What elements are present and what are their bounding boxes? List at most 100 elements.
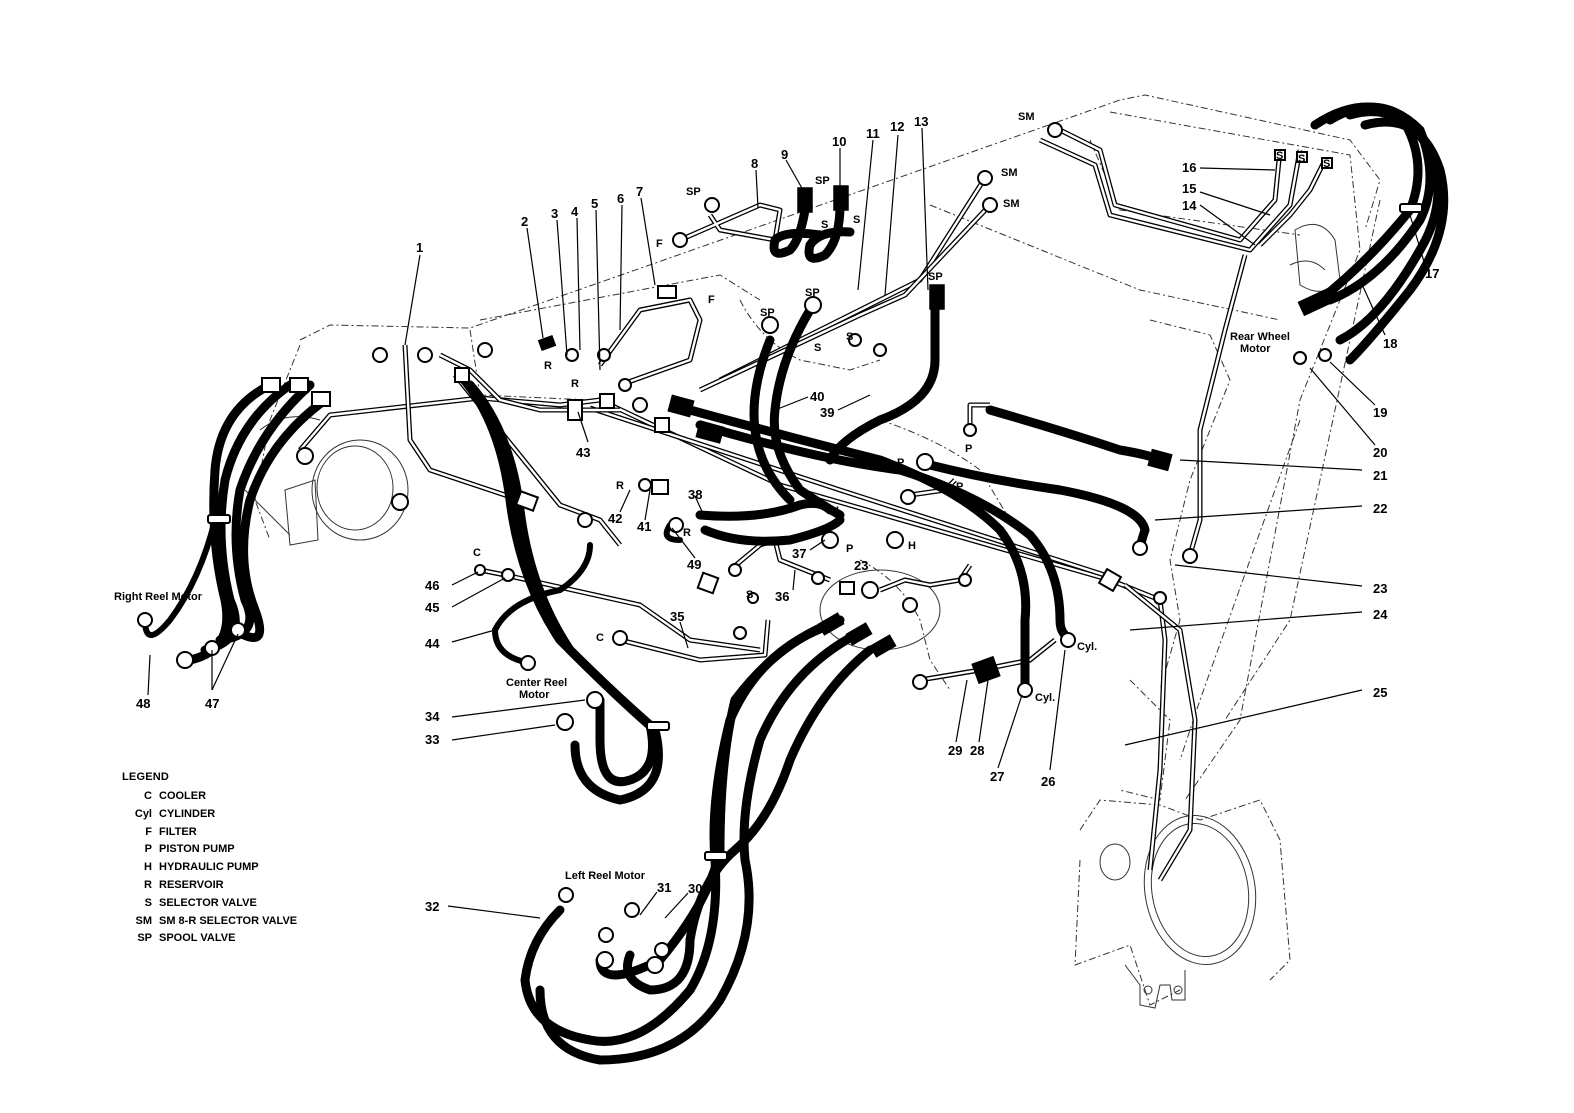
port-s-35: S [746,589,753,601]
port-p-21: P [965,443,972,455]
port-p-center: P [897,457,904,469]
port-h-center: H [908,540,916,552]
legend-item-filter: F FILTER [122,824,352,842]
callout-3: 3 [551,206,558,221]
port-p-37: P [846,543,853,555]
fittings [137,122,1335,974]
legend-meaning: SM 8-R SELECTOR VALVE [159,914,298,927]
left-reel-motor-label: Left Reel Motor [565,870,646,882]
callout-47: 47 [205,696,219,711]
callout-23-right: 23 [1373,581,1387,596]
callout-42: 42 [608,511,622,526]
hose-clamps [207,203,1423,861]
legend-code: S [144,896,152,909]
chassis-frame-outline [254,94,1381,1006]
callout-25: 25 [1373,685,1387,700]
legend-meaning: RESERVOIR [159,878,224,891]
callout-6: 6 [617,191,624,206]
legend-code: SP [137,932,152,945]
callout-37: 37 [792,546,806,561]
port-c-46: C [473,547,481,559]
callout-35: 35 [670,609,684,624]
callout-numbers: 1 2 3 4 5 6 7 8 9 10 11 12 13 14 15 16 1… [136,114,1439,914]
legend-item-selector-valve: S SELECTOR VALVE [122,895,352,913]
rear-wheel-motor-label-line1: Rear Wheel [1230,331,1290,343]
port-sm-top: SM [1018,111,1035,123]
legend-code: SM [135,914,153,927]
callout-21: 21 [1373,468,1387,483]
legend-item-cylinder: Cyl CYLINDER [122,806,352,824]
legend-code: H [144,861,152,874]
callout-19: 19 [1373,405,1387,420]
callout-7: 7 [636,184,643,199]
port-s-center-lower: S [814,342,821,354]
callout-49: 49 [687,557,701,572]
center-reel-motor-label-line1: Center Reel [506,677,567,689]
legend-meaning: SELECTOR VALVE [159,896,257,909]
callout-38: 38 [688,487,702,502]
callout-31: 31 [657,880,671,895]
legend-meaning: SPOOL VALVE [159,932,236,945]
legend-title: LEGEND [122,771,170,783]
callout-23-center: 23 [854,558,868,573]
callout-18: 18 [1383,336,1397,351]
callout-40: 40 [810,389,824,404]
callout-8: 8 [751,156,758,171]
port-r-43: R [571,378,579,390]
callout-1: 1 [416,240,423,255]
legend-item-reservoir: R RESERVOIR [122,877,352,895]
port-r-38: R [683,527,691,539]
port-sp-13: SP [928,271,943,283]
port-sp-8: SP [686,186,701,198]
legend-code: R [144,878,152,891]
port-sp-10: SP [815,175,830,187]
callout-48: 48 [136,696,150,711]
callout-39: 39 [820,405,834,420]
port-p-22: P [956,481,963,493]
legend-meaning: CYLINDER [159,807,216,820]
callout-34: 34 [425,709,440,724]
callout-27: 27 [990,769,1004,784]
right-reel-motor-label: Right Reel Motor [114,591,203,603]
callout-28: 28 [970,743,984,758]
leader-lines [147,127,1426,919]
port-r-42: R [616,480,624,492]
callout-20: 20 [1373,445,1387,460]
callout-2: 2 [521,214,528,229]
callout-26: 26 [1041,774,1055,789]
port-c-35: C [596,632,604,644]
callout-33: 33 [425,732,439,747]
callout-13: 13 [914,114,928,129]
callout-15: 15 [1182,181,1196,196]
legend-item-spool-valve: SP SPOOL VALVE [122,930,352,948]
callout-12: 12 [890,119,904,134]
component-labels: Right Reel Motor Center Reel Motor Left … [114,331,1290,882]
port-h-38: H [831,505,839,517]
callout-30: 30 [688,881,702,896]
port-f-7: F [708,294,715,306]
callout-46: 46 [425,578,439,593]
legend-code: C [144,790,152,802]
callout-14: 14 [1182,198,1197,213]
callout-11: 11 [866,126,880,141]
legend-code: Cyl [134,807,152,820]
legend-code: F [145,825,152,838]
legend-item-sm-selector-valve: SM SM 8-R SELECTOR VALVE [122,913,352,931]
rigid-tubes [298,127,1328,882]
callout-17: 17 [1425,266,1439,281]
callout-29: 29 [948,743,962,758]
callout-10: 10 [832,134,846,149]
port-s-16c: S [1323,158,1330,170]
port-sm-lower: SM [1003,198,1020,210]
port-s-16b: S [1298,153,1305,165]
legend-meaning: FILTER [159,825,197,838]
port-s-center-upper: S [846,331,853,343]
callout-44: 44 [425,636,440,651]
callout-36: 36 [775,589,789,604]
callout-22: 22 [1373,501,1387,516]
callout-9: 9 [781,147,788,162]
